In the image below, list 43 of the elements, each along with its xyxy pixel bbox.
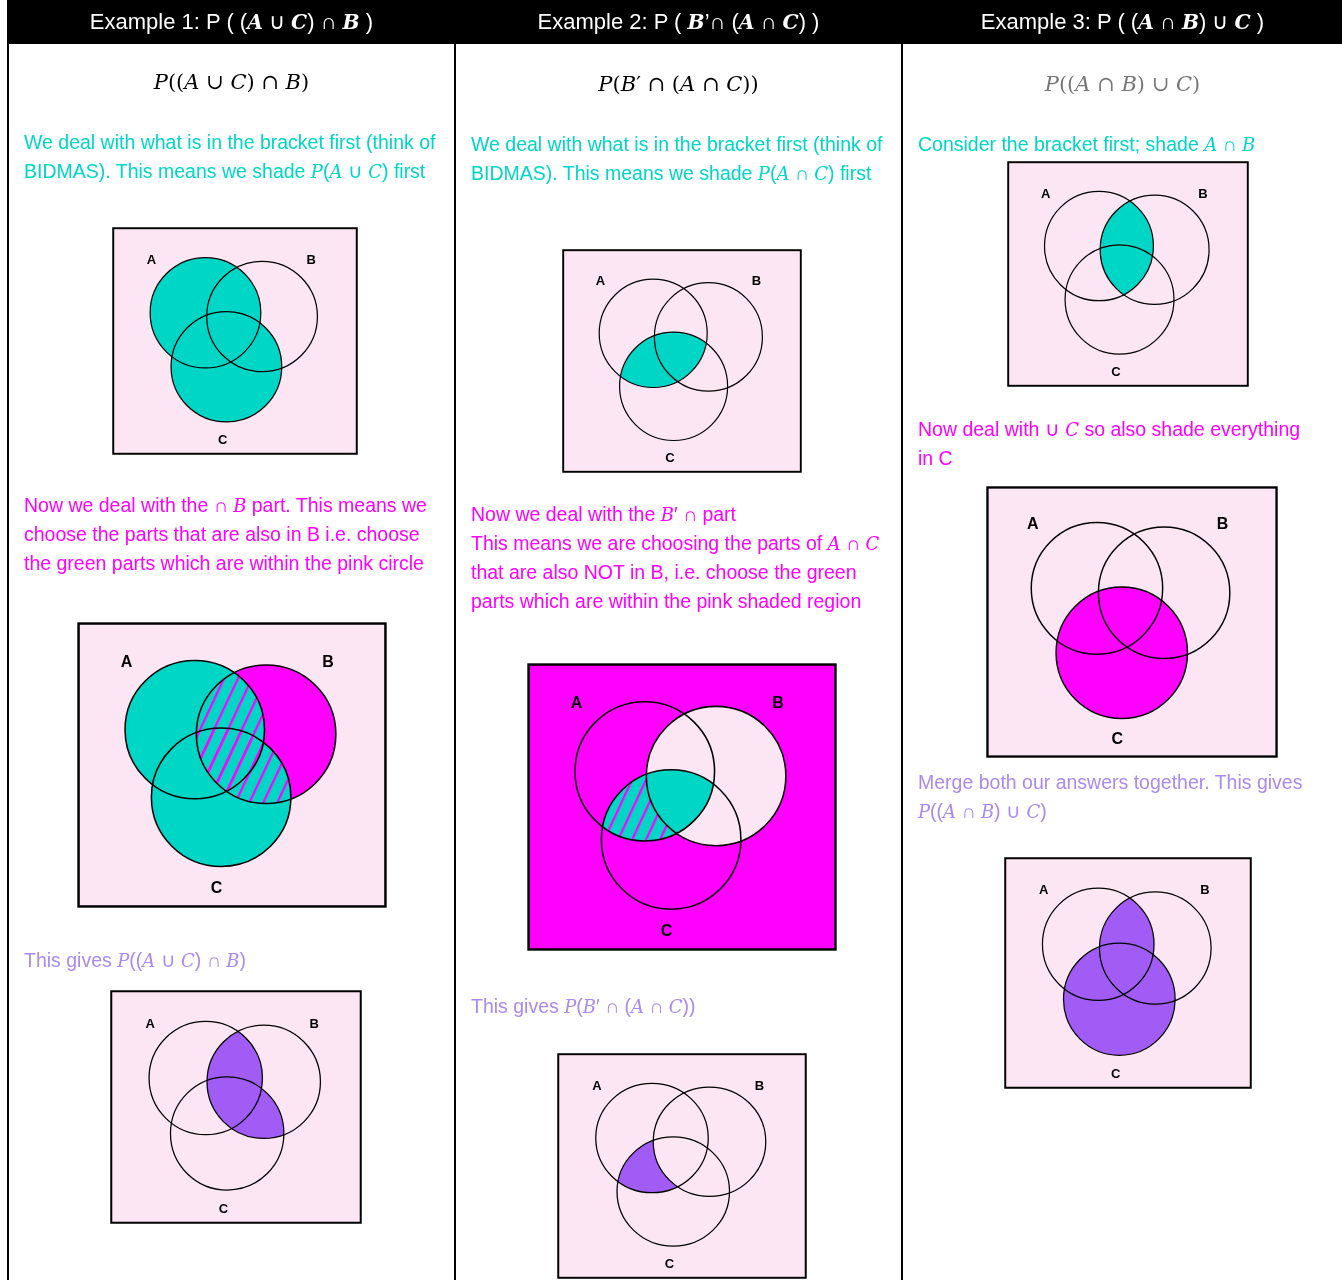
set-label: C <box>664 1256 675 1270</box>
set-label: A <box>1026 516 1039 533</box>
instruction-text: This gives P(B′ ∩ (A ∩ C)) <box>471 994 697 1019</box>
set-label: B <box>322 654 334 671</box>
instruction-text: This means we are choosing the parts of A ∩ C that are also NOT in B, i.e. choose the green parts which are within the pink shaded region <box>471 531 881 614</box>
instruction-text: Now we deal with the B′ ∩ part <box>471 502 737 527</box>
instruction-text: We deal with what is in the bracket first (think of BIDMAS). This means we shade P(A ∩ C) first <box>471 132 884 186</box>
set-label: B <box>1216 516 1229 533</box>
instruction-text: Now deal with ∪ C so also shade everything in C <box>918 417 1302 471</box>
set-label: A <box>595 273 606 287</box>
set-label: B <box>754 1078 765 1092</box>
set-label: B <box>309 1016 319 1030</box>
set-label: A <box>145 1016 155 1030</box>
instruction-text: Merge both our answers together. This gives P((A ∩ B) ∪ C) <box>918 770 1304 824</box>
formula: P(B′ ∩ (A ∩ C)) <box>597 72 760 96</box>
set-label: C <box>1110 1066 1121 1080</box>
instruction-text: We deal with what is in the bracket first (think of BIDMAS). This means we shade P(A ∪ C) first <box>24 130 437 184</box>
set-label: C <box>1111 730 1124 747</box>
set-label: A <box>146 252 157 266</box>
set-label: B <box>1200 882 1210 896</box>
set-label: C <box>1111 364 1121 378</box>
set-label: B <box>751 273 762 287</box>
set-label: A <box>1039 882 1049 896</box>
formula: P((A ∪ C) ∩ B) <box>152 70 311 94</box>
set-label: C <box>218 432 228 446</box>
set-label: B <box>306 252 316 266</box>
set-label: C <box>665 450 675 464</box>
instruction-text: Consider the bracket first; shade A ∩ B <box>918 132 1257 157</box>
set-label: A <box>120 654 133 671</box>
instruction-text: This gives P((A ∪ C) ∩ B) <box>24 948 247 973</box>
set-label: C <box>660 922 673 939</box>
instruction-text: Now we deal with the ∩ B part. This means we choose the parts that are also in B i.e. choose the green parts which are within the pink circle <box>24 493 428 576</box>
column-header: Example 3: P ( (A ∩ B) ∪ C ) <box>903 0 1342 44</box>
set-label: A <box>592 1078 602 1092</box>
formula: P((A ∩ B) ∪ C) <box>1043 72 1202 96</box>
set-label: C <box>218 1201 229 1215</box>
set-label: C <box>210 879 223 896</box>
set-label: B <box>1198 186 1208 200</box>
column-header: Example 1: P ( (A ∪ C) ∩ B ) <box>9 0 454 44</box>
set-label: B <box>772 695 784 712</box>
set-label: A <box>1041 186 1051 200</box>
column-header: Example 2: P ( B’∩ (A ∩ C) ) <box>456 0 901 44</box>
set-label: A <box>570 695 583 712</box>
